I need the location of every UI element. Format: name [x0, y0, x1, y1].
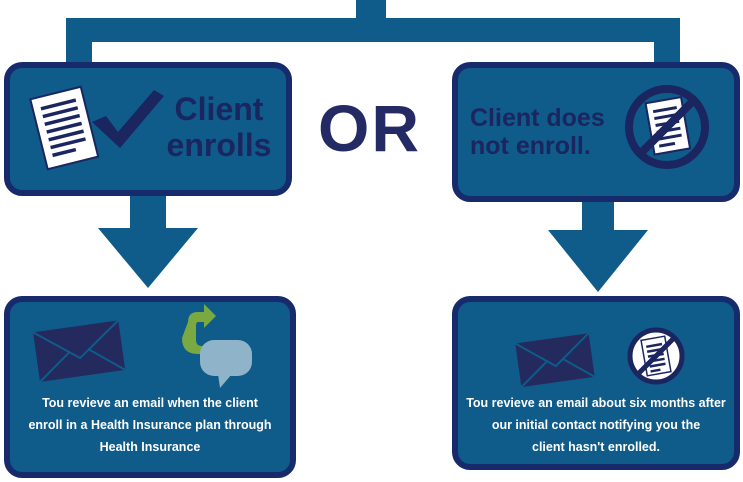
- right-down-arrow: [548, 202, 648, 292]
- not-enrolled-caption-line1: Tou revieve an email about six months af…: [466, 396, 726, 410]
- no-document-icon: [625, 85, 709, 169]
- not-enrolled-email-caption: Tou revieve an email about six months af…: [458, 392, 734, 458]
- client-enrolls-title-line2: enrolls: [166, 126, 272, 163]
- enrolled-email-box: [4, 296, 296, 478]
- not-enrolled-email-box: [452, 296, 740, 470]
- connector-bar: [66, 18, 680, 42]
- connector-right-drop: [654, 18, 680, 68]
- client-not-enroll-box: [452, 62, 740, 202]
- or-label: OR: [318, 91, 421, 165]
- client-enrolls-title: Client enrolls: [164, 91, 274, 164]
- client-not-enroll-title-line2: not enroll.: [470, 132, 591, 160]
- enrolled-caption-line3: Health Insurance: [99, 440, 201, 454]
- connector-left-drop: [66, 18, 92, 68]
- client-not-enroll-title: Client does not enroll.: [470, 104, 630, 160]
- envelope-icon: [514, 332, 596, 388]
- enrolled-email-caption: Tou revieve an email when the client enr…: [12, 392, 288, 458]
- not-enrolled-caption-line3: client hasn't enrolled.: [532, 440, 660, 454]
- client-enrolls-title-line1: Client: [174, 91, 264, 127]
- checkmark-icon: [92, 90, 164, 148]
- enrolled-caption-line2: enroll in a Health Insurance plan throug…: [28, 418, 272, 432]
- enrolled-caption-line1: Tou revieve an email when the client: [42, 396, 258, 410]
- envelope-icon: [32, 319, 126, 383]
- document-icon: [29, 85, 100, 171]
- not-enrolled-caption-line2: our initial contact notifying you the: [491, 418, 701, 432]
- connector-stem: [356, 0, 386, 20]
- no-document-icon: [627, 327, 685, 385]
- client-not-enroll-title-line1: Client does: [470, 104, 605, 132]
- left-down-arrow: [98, 196, 198, 288]
- chat-bubbles-icon: [182, 304, 252, 388]
